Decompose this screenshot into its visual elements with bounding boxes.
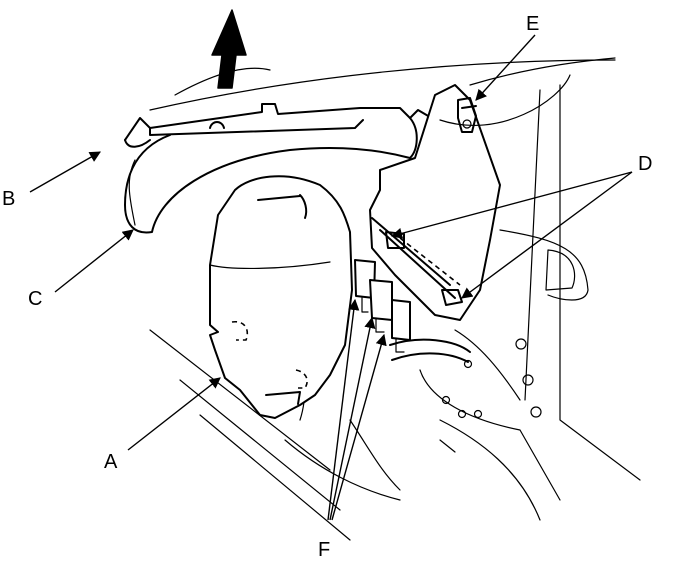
callout-e: E bbox=[526, 13, 539, 35]
callout-a: A bbox=[104, 451, 118, 473]
up-arrow-icon bbox=[211, 9, 247, 89]
callout-d: D bbox=[638, 153, 652, 175]
fender-liner-c bbox=[124, 117, 418, 234]
callout-c: C bbox=[28, 288, 42, 310]
callout-b: B bbox=[2, 188, 15, 210]
callout-f: F bbox=[318, 539, 330, 561]
clips-f bbox=[354, 259, 471, 363]
trim-panel-b bbox=[124, 103, 436, 148]
bracket-assembly bbox=[369, 84, 501, 321]
leader-lines bbox=[29, 34, 633, 521]
splash-shield-a bbox=[209, 175, 353, 419]
callout-labels: B C A E D F bbox=[2, 13, 652, 561]
